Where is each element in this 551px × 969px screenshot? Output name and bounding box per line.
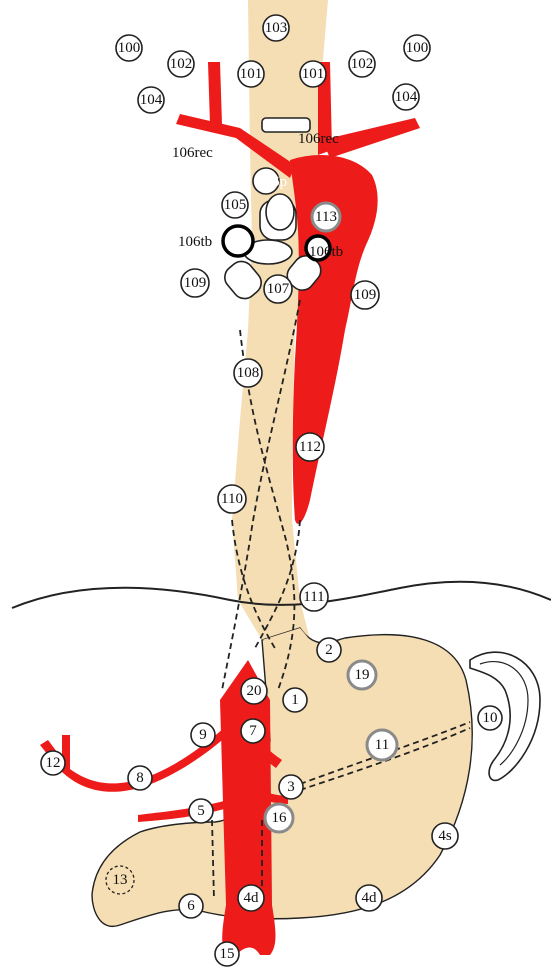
node-104-left: 104 bbox=[138, 87, 164, 113]
svg-text:15: 15 bbox=[220, 946, 235, 962]
svg-text:11: 11 bbox=[375, 737, 389, 753]
node-9: 9 bbox=[191, 723, 215, 747]
node-19: 19 bbox=[348, 661, 376, 689]
label-106tb-right: 106tb bbox=[309, 244, 343, 260]
node-110: 110 bbox=[218, 485, 246, 513]
svg-text:20: 20 bbox=[247, 683, 262, 699]
svg-text:1: 1 bbox=[291, 692, 299, 708]
node-4d-right: 4d bbox=[356, 885, 382, 911]
node-111: 111 bbox=[300, 583, 328, 611]
node-108: 108 bbox=[234, 359, 262, 387]
node-113: 113 bbox=[312, 203, 340, 231]
node-100-right: 100 bbox=[404, 35, 430, 61]
svg-text:6: 6 bbox=[187, 898, 195, 914]
node-112: 112 bbox=[296, 433, 324, 461]
node-15: 15 bbox=[215, 942, 239, 966]
node-4d-left: 4d bbox=[238, 885, 264, 911]
label-106tb-left: 106tb bbox=[178, 234, 212, 250]
node-107: 107 bbox=[264, 275, 292, 303]
node-101-left: 101 bbox=[238, 61, 264, 87]
node-5: 5 bbox=[189, 799, 213, 823]
svg-text:19: 19 bbox=[355, 667, 370, 683]
label-106rec-left: 106rec bbox=[172, 145, 213, 161]
node-106tb-left-ring bbox=[223, 226, 253, 256]
svg-text:5: 5 bbox=[197, 803, 205, 819]
node-104-right: 104 bbox=[393, 84, 419, 110]
svg-text:109: 109 bbox=[184, 275, 207, 291]
svg-text:12: 12 bbox=[46, 755, 61, 771]
svg-text:107: 107 bbox=[267, 281, 290, 297]
svg-text:104: 104 bbox=[395, 89, 418, 105]
node-103: 103 bbox=[263, 15, 289, 41]
svg-text:101: 101 bbox=[302, 66, 325, 82]
node-1: 1 bbox=[283, 688, 307, 712]
svg-text:108: 108 bbox=[237, 365, 260, 381]
svg-text:2: 2 bbox=[325, 642, 333, 658]
node-16: 16 bbox=[265, 804, 293, 832]
svg-text:3: 3 bbox=[287, 779, 295, 795]
svg-text:113: 113 bbox=[315, 209, 337, 225]
node-101-right: 101 bbox=[300, 61, 326, 87]
node-12: 12 bbox=[41, 751, 65, 775]
node-10: 10 bbox=[478, 706, 502, 730]
node-109-right: 109 bbox=[351, 281, 379, 309]
svg-text:100: 100 bbox=[118, 40, 141, 56]
svg-text:16: 16 bbox=[272, 810, 288, 826]
svg-text:9: 9 bbox=[199, 727, 207, 743]
node-102-left: 102 bbox=[168, 51, 194, 77]
svg-text:101: 101 bbox=[240, 66, 263, 82]
node-109-left: 109 bbox=[181, 269, 209, 297]
node-11: 11 bbox=[367, 730, 397, 760]
svg-text:102: 102 bbox=[170, 56, 193, 72]
node-2: 2 bbox=[317, 638, 341, 662]
svg-text:106p: 106p bbox=[257, 174, 287, 190]
node-20: 20 bbox=[241, 678, 267, 704]
node-100-left: 100 bbox=[116, 35, 142, 61]
svg-text:4s: 4s bbox=[438, 828, 452, 844]
node-102-right: 102 bbox=[349, 51, 375, 77]
svg-text:8: 8 bbox=[136, 770, 144, 786]
svg-text:112: 112 bbox=[299, 439, 321, 455]
svg-text:4d: 4d bbox=[244, 890, 260, 906]
svg-text:100: 100 bbox=[406, 40, 429, 56]
svg-text:7: 7 bbox=[249, 723, 257, 739]
node-8: 8 bbox=[128, 766, 152, 790]
svg-text:10: 10 bbox=[483, 710, 498, 726]
svg-text:13: 13 bbox=[113, 872, 128, 888]
node-6: 6 bbox=[179, 894, 203, 918]
svg-text:105: 105 bbox=[224, 197, 247, 213]
label-106rec-right: 106rec bbox=[298, 131, 339, 147]
node-105: 105 bbox=[222, 192, 248, 218]
svg-text:111: 111 bbox=[303, 589, 324, 605]
node-3: 3 bbox=[279, 775, 303, 799]
node-7: 7 bbox=[241, 719, 265, 743]
svg-text:104: 104 bbox=[140, 92, 163, 108]
svg-text:4d: 4d bbox=[362, 890, 378, 906]
svg-text:110: 110 bbox=[221, 491, 243, 507]
svg-text:102: 102 bbox=[351, 56, 374, 72]
svg-text:103: 103 bbox=[265, 20, 288, 36]
node-4s: 4s bbox=[432, 823, 458, 849]
svg-text:109: 109 bbox=[354, 287, 377, 303]
